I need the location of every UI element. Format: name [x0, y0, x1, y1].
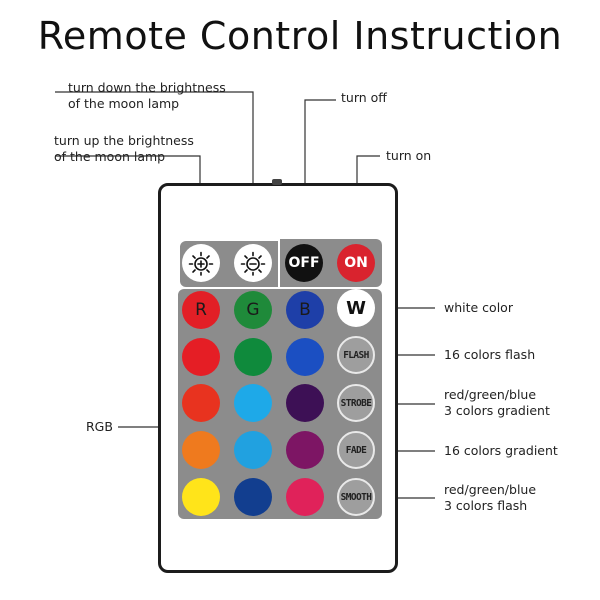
strobe-label: STROBE [340, 397, 372, 409]
brightness-down-button[interactable] [234, 244, 272, 282]
flash-button[interactable]: FLASH [337, 336, 375, 374]
red-label: R [195, 300, 207, 320]
callout-smooth: red/green/blue 3 colors flash [444, 482, 536, 514]
sun-minus-icon [240, 251, 266, 276]
color-button[interactable] [286, 338, 324, 376]
callout-turn-on: turn on [386, 148, 431, 164]
callout-text: 3 colors flash [444, 498, 528, 513]
brightness-up-button[interactable] [182, 244, 220, 282]
callout-text: turn off [341, 90, 387, 105]
line-brightness-up [55, 155, 201, 183]
callout-flash: 16 colors flash [444, 347, 535, 363]
color-button[interactable] [286, 478, 324, 516]
color-button[interactable] [182, 384, 220, 422]
flash-label: FLASH [343, 349, 369, 361]
callout-text: turn down the brightness [68, 80, 226, 95]
on-label: ON [344, 255, 368, 271]
callout-white-color: white color [444, 300, 513, 316]
color-button[interactable] [182, 478, 220, 516]
sun-plus-icon [188, 251, 214, 276]
smooth-label: SMOOTH [340, 491, 372, 503]
callout-text: white color [444, 300, 513, 315]
callout-text: 16 colors gradient [444, 443, 558, 458]
callout-text: turn up the brightness [54, 133, 194, 148]
smooth-button[interactable]: SMOOTH [337, 478, 375, 516]
callout-rgb: RGB [86, 419, 113, 435]
red-button[interactable]: R [182, 291, 220, 329]
color-button[interactable] [286, 431, 324, 469]
color-button[interactable] [234, 384, 272, 422]
callout-text: RGB [86, 419, 113, 434]
callout-strobe: red/green/blue 3 colors gradient [444, 387, 550, 419]
off-label: OFF [288, 255, 320, 271]
callout-text: of the moon lamp [68, 96, 180, 111]
callout-brightness-up: turn up the brightness of the moon lamp [54, 133, 194, 165]
color-button[interactable] [234, 431, 272, 469]
strobe-button[interactable]: STROBE [337, 384, 375, 422]
callout-text: of the moon lamp [54, 149, 166, 164]
color-button[interactable] [234, 478, 272, 516]
color-button[interactable] [286, 384, 324, 422]
off-button[interactable]: OFF [285, 244, 323, 282]
green-button[interactable]: G [234, 291, 272, 329]
callout-text: 16 colors flash [444, 347, 536, 362]
on-button[interactable]: ON [337, 244, 375, 282]
color-button[interactable] [182, 338, 220, 376]
page-title: Remote Control Instruction [37, 14, 563, 58]
callout-brightness-down: turn down the brightness of the moon lam… [68, 80, 226, 112]
color-button[interactable] [234, 338, 272, 376]
callout-text: 3 colors gradient [444, 403, 550, 418]
callout-turn-off: turn off [341, 90, 387, 106]
callout-text: red/green/blue [444, 482, 537, 497]
callout-text: turn on [386, 148, 432, 163]
blue-label: B [299, 300, 311, 320]
white-label: W [346, 297, 366, 319]
color-button[interactable] [182, 431, 220, 469]
callout-fade: 16 colors gradient [444, 443, 558, 459]
green-label: G [246, 300, 260, 320]
fade-button[interactable]: FADE [337, 431, 375, 469]
blue-button[interactable]: B [286, 291, 324, 329]
fade-label: FADE [345, 444, 367, 456]
callout-text: red/green/blue [444, 387, 537, 402]
line-turn-on [356, 155, 380, 183]
white-button[interactable]: W [337, 289, 375, 327]
remote-ir-bump [272, 179, 282, 185]
